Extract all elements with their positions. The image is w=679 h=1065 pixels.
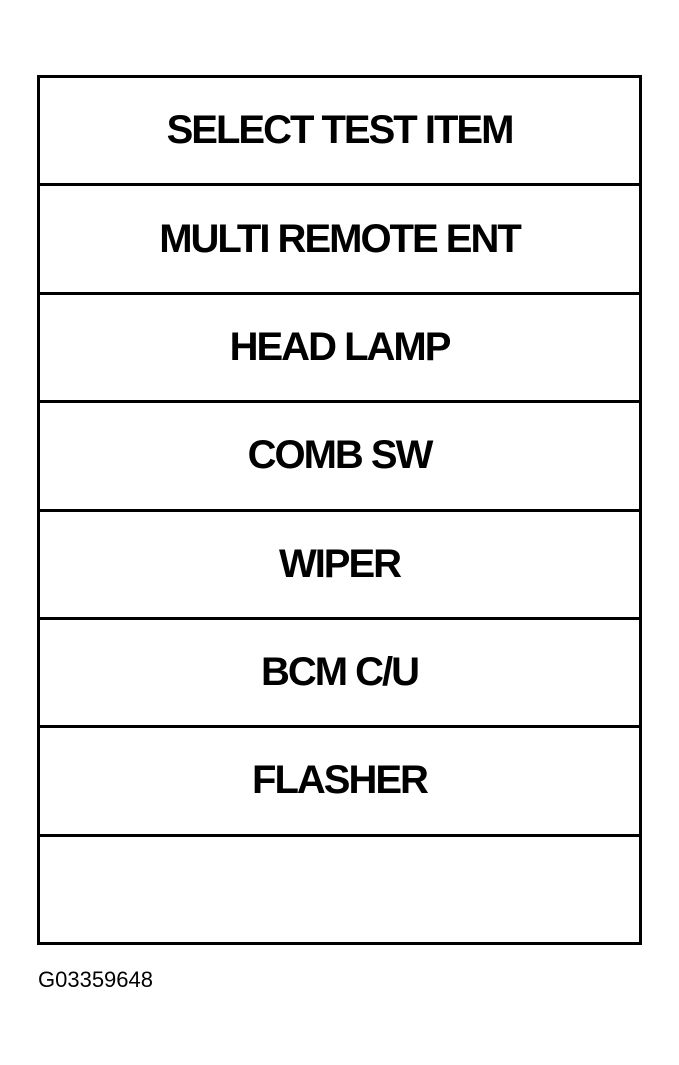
test-item-flasher[interactable]: FLASHER (40, 728, 639, 837)
screen-title: SELECT TEST ITEM (40, 78, 639, 187)
test-item-empty (40, 837, 639, 942)
test-item-bcm-cu[interactable]: BCM C/U (40, 620, 639, 729)
test-item-head-lamp[interactable]: HEAD LAMP (40, 295, 639, 404)
test-item-comb-sw[interactable]: COMB SW (40, 403, 639, 512)
select-test-item-screen: SELECT TEST ITEM MULTI REMOTE ENT HEAD L… (37, 75, 642, 945)
figure-id: G03359648 (38, 967, 153, 992)
test-item-multi-remote-ent[interactable]: MULTI REMOTE ENT (40, 186, 639, 295)
test-item-wiper[interactable]: WIPER (40, 512, 639, 620)
